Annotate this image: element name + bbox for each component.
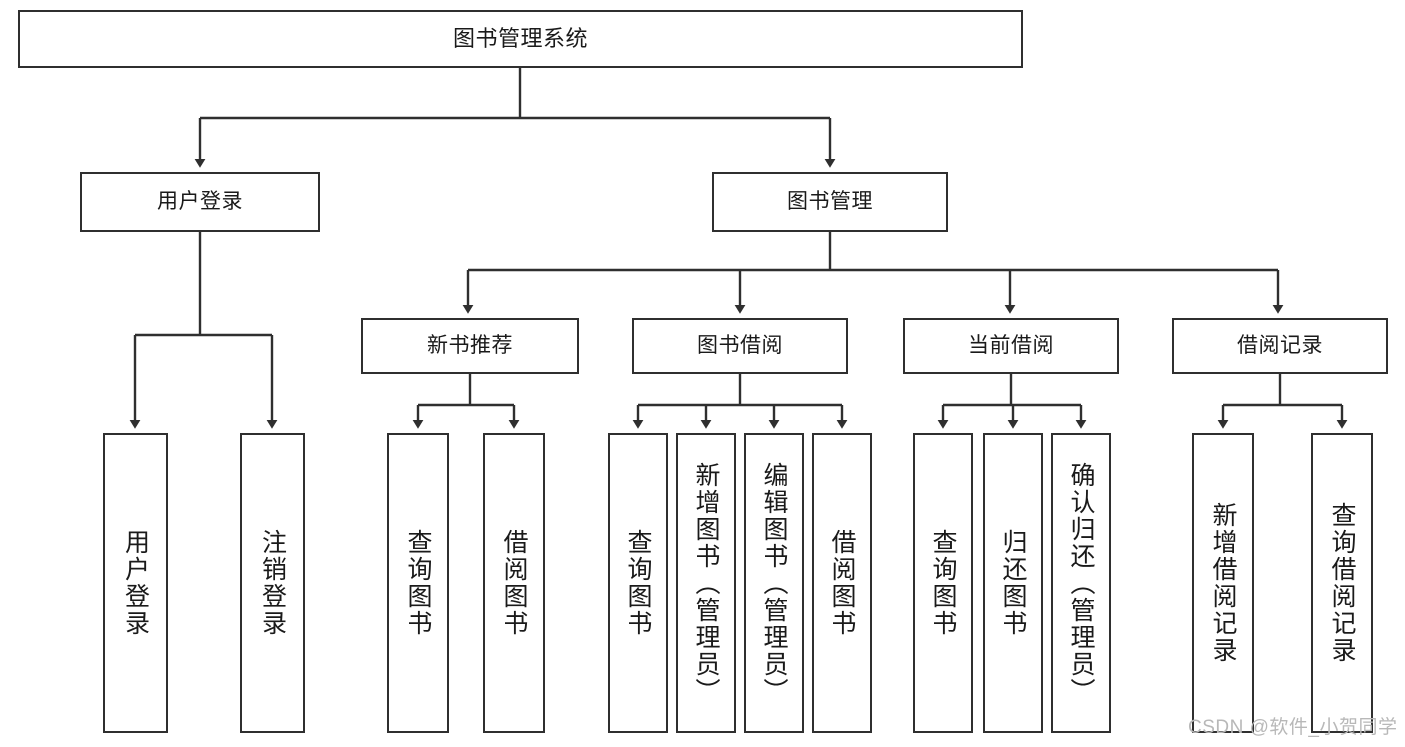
leaf-logout[interactable]: 注销登录 [240,433,305,733]
node-label: 用户登录 [121,529,150,637]
leaf-confirm-return-admin[interactable]: 确认归还（管理员） [1051,433,1111,733]
node-label: 图书管理系统 [452,26,588,52]
node-current-borrowing[interactable]: 当前借阅 [903,318,1119,374]
node-label: 归还图书 [999,529,1027,637]
node-label: 图书管理 [787,189,873,213]
node-book-management-system[interactable]: 图书管理系统 [18,10,1023,68]
node-label: 编辑图书（管理员） [760,461,788,705]
node-new-book-recommendation[interactable]: 新书推荐 [361,318,579,374]
node-label: 查询图书 [404,529,432,637]
node-label: 新增图书（管理员） [692,461,720,705]
node-label: 借阅记录 [1237,333,1323,357]
node-label: 注销登录 [258,529,287,637]
node-label: 借阅图书 [828,529,856,637]
node-label: 借阅图书 [500,529,528,637]
node-label: 用户登录 [157,189,243,213]
node-book-management[interactable]: 图书管理 [712,172,948,232]
node-label: 新书推荐 [427,333,513,357]
node-label: 查询图书 [929,529,957,637]
node-label: 当前借阅 [968,333,1054,357]
leaf-add-borrowing-record[interactable]: 新增借阅记录 [1192,433,1254,733]
leaf-add-book-admin[interactable]: 新增图书（管理员） [676,433,736,733]
leaf-query-book-borrowing[interactable]: 查询图书 [608,433,668,733]
node-label: 查询借阅记录 [1328,502,1356,664]
leaf-edit-book-admin[interactable]: 编辑图书（管理员） [744,433,804,733]
node-label: 确认归还（管理员） [1067,461,1095,705]
leaf-query-borrowing-record[interactable]: 查询借阅记录 [1311,433,1373,733]
node-label: 查询图书 [624,529,652,637]
node-label: 图书借阅 [697,333,783,357]
node-borrowing-records[interactable]: 借阅记录 [1172,318,1388,374]
csdn-watermark: CSDN @软件_小贺同学 [1188,717,1398,738]
leaf-query-book-current[interactable]: 查询图书 [913,433,973,733]
node-book-borrowing[interactable]: 图书借阅 [632,318,848,374]
leaf-borrow-book-recommendation[interactable]: 借阅图书 [483,433,545,733]
leaf-borrow-book[interactable]: 借阅图书 [812,433,872,733]
leaf-query-book-recommendation[interactable]: 查询图书 [387,433,449,733]
leaf-user-login[interactable]: 用户登录 [103,433,168,733]
node-user-login[interactable]: 用户登录 [80,172,320,232]
leaf-return-book[interactable]: 归还图书 [983,433,1043,733]
node-label: 新增借阅记录 [1209,502,1237,664]
